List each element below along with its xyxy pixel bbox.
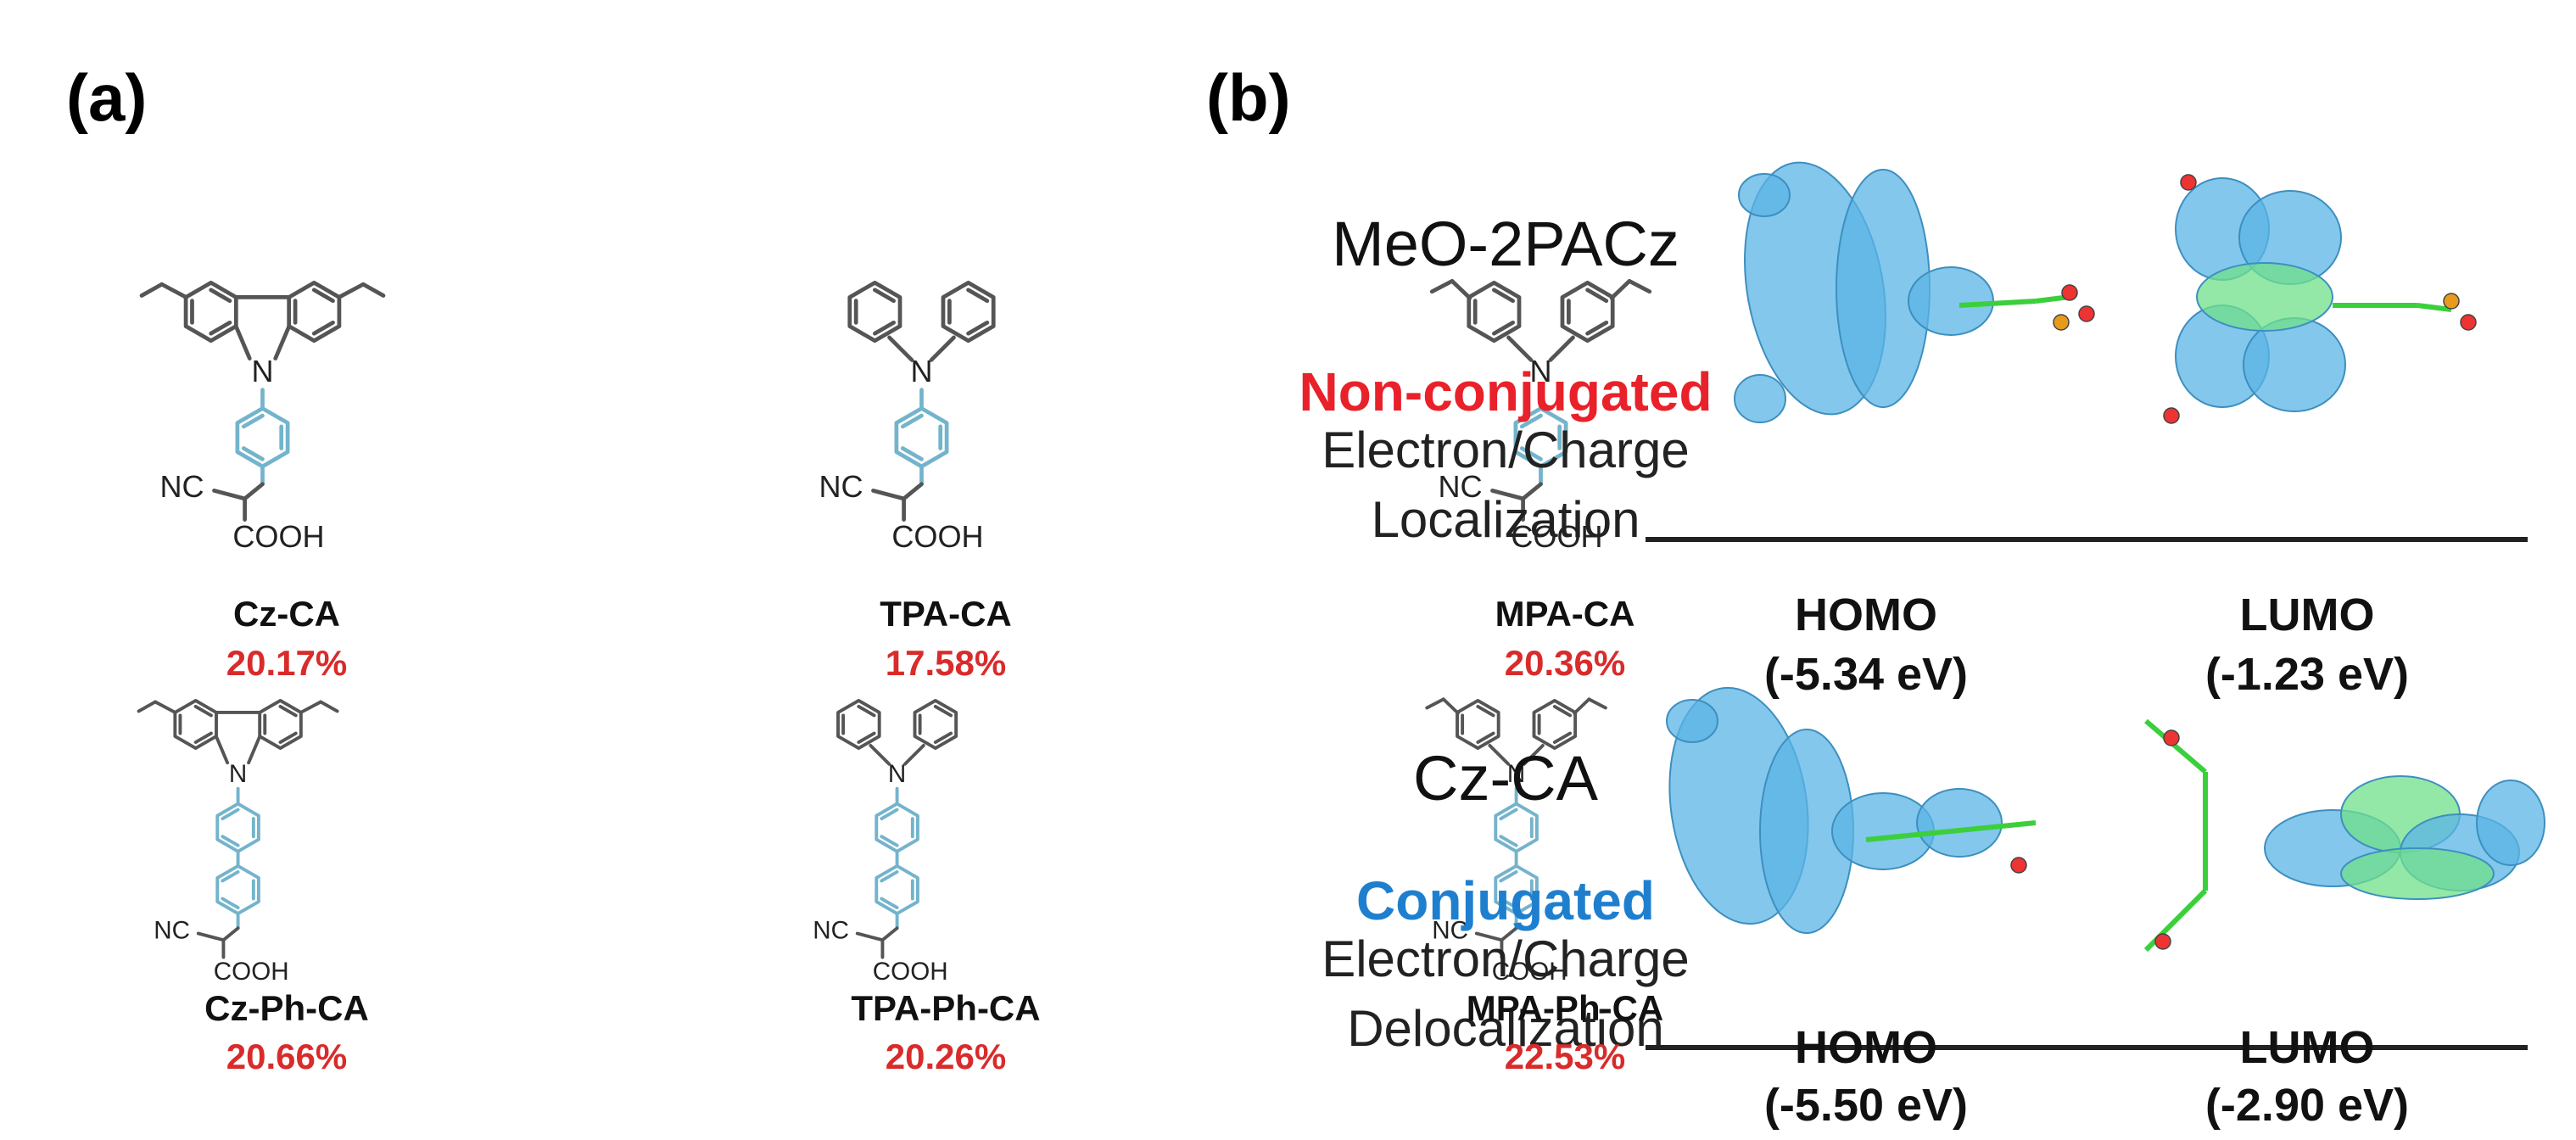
linker-phenyl-ring: [894, 406, 949, 469]
row2-homo-value: (-5.50 eV): [1763, 1080, 1969, 1131]
device-efficiency: 20.26%: [885, 1037, 1007, 1076]
linker-phenyl-ring: [1494, 802, 1539, 853]
row2-homo-label: HOMO: [1795, 1022, 1937, 1073]
row1-lumo-label: LUMO: [2239, 590, 2375, 640]
nitrile-label: NC: [154, 917, 190, 945]
row1-description-line1: Electron/Charge: [1322, 422, 1690, 478]
compound-name: TPA-CA: [880, 594, 1012, 634]
oxygen-atom: [2154, 933, 2171, 950]
bond: [1959, 299, 2037, 308]
oxygen-atom: [2163, 407, 2180, 424]
linker-phenyl-ring: [874, 802, 919, 853]
panel-a-label: (a): [66, 60, 148, 135]
oxygen-atom: [2163, 729, 2180, 746]
oxygen-atom: [2460, 314, 2477, 331]
linker-phenyl-ring-2: [215, 863, 260, 916]
row2-lumo-baseline: [2087, 1045, 2528, 1050]
oxygen-atom: [2078, 305, 2095, 322]
nitrogen-atom-label: N: [1507, 760, 1525, 788]
homo-lobe: [1666, 699, 1718, 743]
row1-lumo-orbital: [2163, 174, 2477, 424]
homo-lobe: [1738, 173, 1791, 217]
nitrogen-atom-label: N: [888, 760, 906, 788]
nitrile-label: NC: [1432, 917, 1468, 945]
compound-name: Cz-CA: [233, 594, 340, 634]
bond: [2144, 718, 2207, 774]
homo-lobe: [1916, 788, 2003, 858]
carboxylic-acid-label: COOH: [214, 958, 289, 986]
compound-name: MPA-Ph-CA: [1466, 988, 1664, 1028]
row1-lumo-value: (-1.23 eV): [2204, 649, 2410, 700]
nitrogen-atom-label: N: [251, 354, 273, 388]
compound-name: Cz-Ph-CA: [204, 988, 369, 1028]
lumo-lobe: [2196, 262, 2333, 332]
row1-homo-baseline: [1646, 537, 2087, 542]
structure-cz-ca: N NC COOH: [139, 280, 386, 554]
nitrogen-atom-label: N: [229, 760, 247, 788]
row2-molecule-name: Cz-CA: [1413, 743, 1598, 813]
row2-lumo-value: (-2.90 eV): [2204, 1080, 2410, 1131]
lumo-lobe: [2340, 847, 2495, 900]
row2-homo-orbital: [1666, 686, 2037, 934]
lumo-lobe: [2476, 780, 2545, 866]
phenyl-ring-left: [836, 698, 881, 751]
carboxylic-acid-label: COOH: [232, 519, 324, 554]
nitrogen-atom-label: N: [1529, 354, 1551, 388]
oxygen-atom: [2180, 174, 2197, 191]
row1-molecule-name: MeO-2PACz: [1332, 209, 1679, 279]
phosphorus-atom: [2053, 314, 2070, 331]
phenyl-ring-right: [941, 280, 996, 344]
nitrile-label: NC: [813, 917, 849, 945]
device-efficiency: 20.17%: [226, 643, 348, 683]
oxygen-atom: [2010, 857, 2027, 874]
row1-homo-label: HOMO: [1795, 590, 1937, 640]
linker-phenyl-ring-2: [874, 863, 919, 916]
carboxylic-acid-label: COOH: [1492, 958, 1567, 986]
nitrogen-atom-label: N: [910, 354, 932, 388]
homo-lobe: [1734, 374, 1786, 423]
nitrile-label: NC: [819, 469, 863, 504]
row2-homo-baseline: [1646, 1045, 2087, 1050]
carboxylic-acid-label: COOH: [891, 519, 983, 554]
bond: [2417, 303, 2452, 312]
structure-tpa-ph-ca: N NC COOH: [813, 698, 958, 986]
row2-lumo-orbital: [2143, 718, 2545, 953]
structure-mpa-ca: N NC COOH: [1429, 279, 1652, 554]
row2-description-line1: Electron/Charge: [1322, 930, 1690, 987]
bond: [1865, 820, 2037, 842]
phosphorus-atom: [2443, 293, 2460, 310]
phenyl-ring-right: [913, 698, 958, 751]
compound-name: MPA-CA: [1495, 594, 1635, 634]
device-efficiency: 20.36%: [1504, 643, 1626, 683]
structure-mpa-ph-ca: N NC COOH: [1425, 697, 1607, 986]
row1-homo-orbital: [1734, 161, 2095, 423]
nitrile-label: NC: [1438, 469, 1482, 504]
compound-name: TPA-Ph-CA: [851, 988, 1041, 1028]
device-efficiency: 20.66%: [226, 1037, 348, 1076]
device-efficiency: 22.53%: [1504, 1037, 1626, 1076]
linker-phenyl-ring: [1513, 406, 1568, 469]
row1-homo-value: (-5.34 eV): [1763, 649, 1969, 700]
row1-conjugation-tag: Non-conjugated: [1299, 361, 1713, 422]
carboxylic-acid-label: COOH: [873, 958, 948, 986]
oxygen-atom: [2061, 284, 2078, 301]
row2-description-line2: Delocalization: [1347, 1000, 1664, 1057]
row2-lumo-label: LUMO: [2239, 1022, 2375, 1073]
lumo-lobe: [2243, 317, 2346, 412]
row1-lumo-baseline: [2087, 537, 2528, 542]
carboxylic-acid-label: COOH: [1511, 519, 1602, 554]
linker-phenyl-ring: [215, 802, 260, 853]
structure-cz-ph-ca: N NC COOH: [137, 698, 339, 986]
linker-phenyl-ring: [235, 406, 290, 469]
row1-description-line2: Localization: [1371, 491, 1640, 548]
structure-tpa-ca: N NC COOH: [819, 280, 996, 554]
nitrile-label: NC: [159, 469, 204, 504]
device-efficiency: 17.58%: [885, 643, 1007, 683]
linker-phenyl-ring-2: [1494, 863, 1539, 916]
row2-conjugation-tag: Conjugated: [1356, 870, 1655, 931]
phenyl-ring-left: [847, 280, 902, 344]
panel-b-label: (b): [1206, 60, 1291, 135]
homo-lobe: [1908, 266, 1994, 336]
